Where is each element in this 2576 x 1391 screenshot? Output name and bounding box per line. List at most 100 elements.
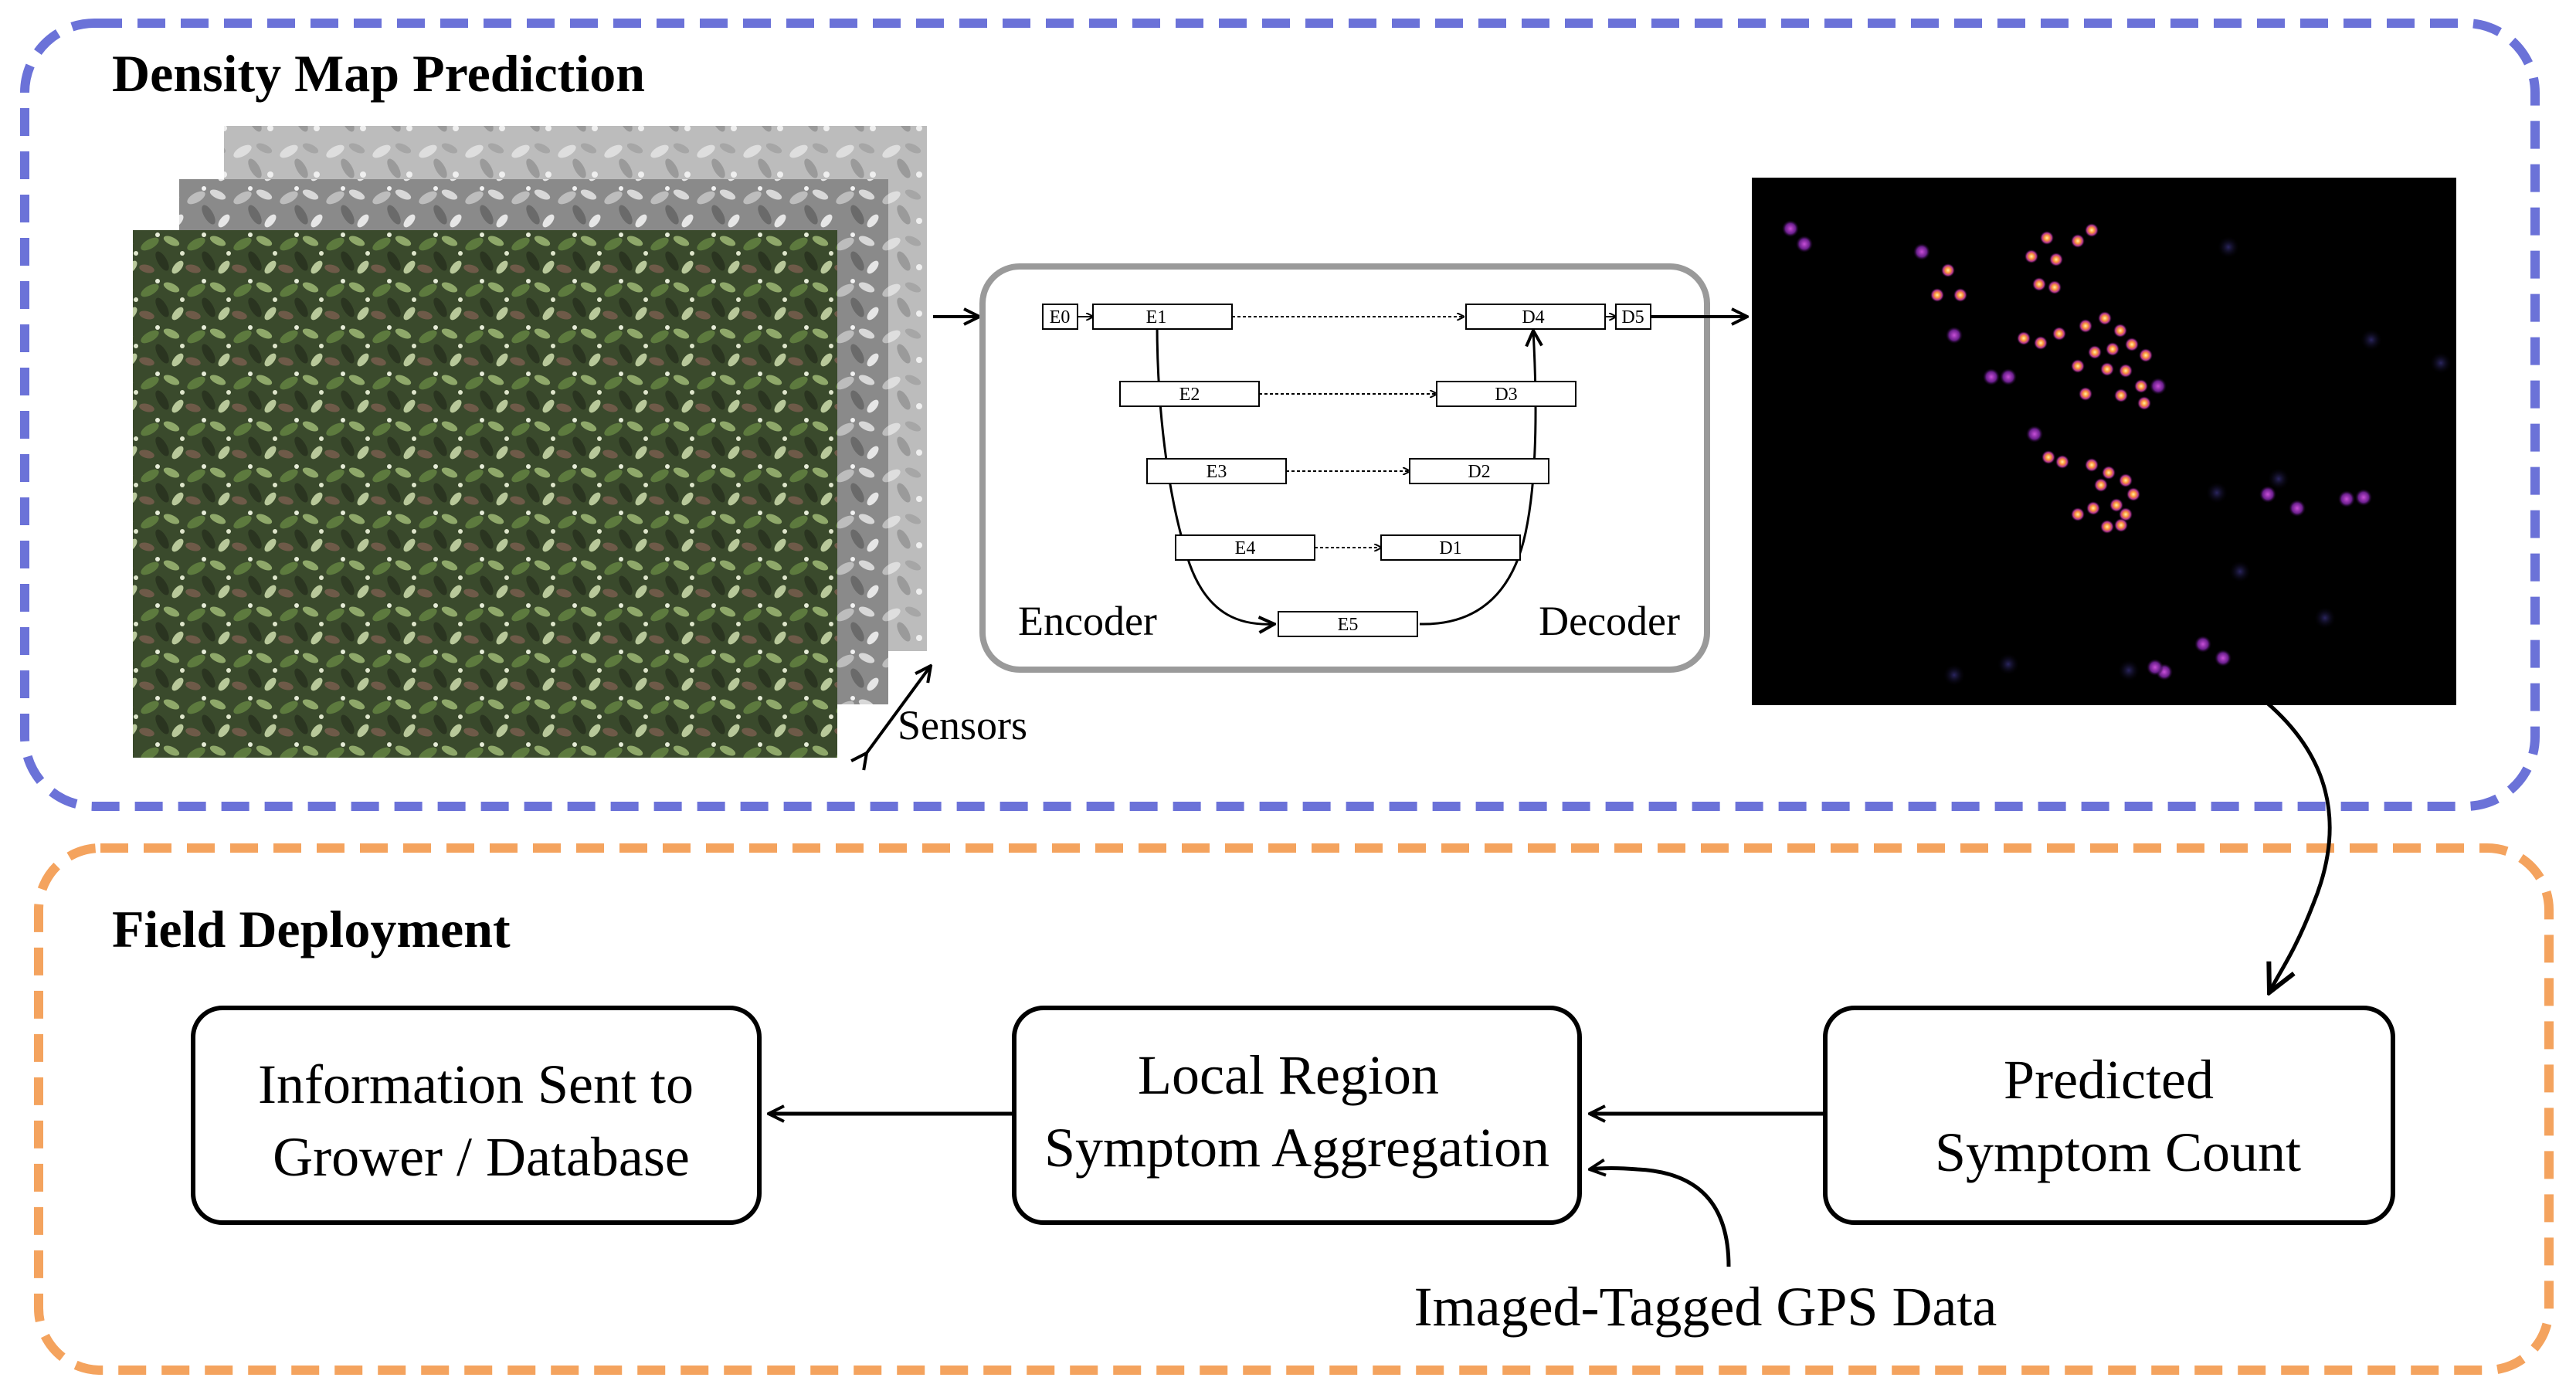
density-spot-bright bbox=[2109, 498, 2123, 512]
density-to-count-arrow bbox=[2265, 701, 2332, 992]
density-spot-faint bbox=[2229, 561, 2251, 582]
density-map-spots bbox=[1782, 220, 2452, 686]
unet-model: E0 E1 E2 E3 E4 E5 D1 D2 D3 D4 D5 Encoder… bbox=[979, 263, 1710, 673]
density-spot-bright bbox=[2086, 501, 2100, 515]
block-d3 bbox=[1436, 381, 1576, 407]
density-spot-faint bbox=[2360, 329, 2382, 351]
density-spot-purple bbox=[2338, 490, 2355, 507]
density-spot-bright bbox=[2125, 338, 2139, 351]
density-spot-bright bbox=[2079, 319, 2092, 333]
density-spot-bright bbox=[2137, 396, 2151, 410]
density-spot-faint bbox=[1997, 653, 2019, 675]
decoder-label: Decoder bbox=[1539, 598, 1680, 644]
density-spot-faint bbox=[2218, 236, 2239, 258]
density-spot-purple bbox=[1913, 243, 1930, 260]
block-d5 bbox=[1615, 304, 1651, 330]
density-spot-faint bbox=[2430, 352, 2452, 374]
density-spot-bright bbox=[2085, 223, 2099, 237]
density-spot-bright bbox=[2032, 277, 2046, 291]
density-spot-bright bbox=[2139, 348, 2153, 362]
block-e2-label: E2 bbox=[1179, 385, 1200, 405]
info-sent-line1: Information Sent to bbox=[258, 1053, 694, 1115]
density-spot-bright bbox=[2119, 364, 2133, 378]
density-map bbox=[1752, 178, 2456, 705]
density-spot-purple bbox=[2259, 486, 2276, 503]
block-d2 bbox=[1409, 458, 1549, 484]
block-e5-label: E5 bbox=[1338, 615, 1359, 635]
density-spot-faint bbox=[2118, 660, 2140, 681]
density-spot-bright bbox=[2088, 345, 2102, 359]
density-spot-bright bbox=[2126, 487, 2140, 501]
density-spot-purple bbox=[2215, 650, 2232, 667]
block-e2 bbox=[1119, 381, 1260, 407]
density-spot-bright bbox=[2071, 507, 2085, 521]
unet-frame bbox=[979, 263, 1710, 673]
deployment-section-title: Field Deployment bbox=[112, 900, 511, 958]
density-spot-bright bbox=[2079, 387, 2092, 401]
block-e4 bbox=[1175, 534, 1315, 561]
density-spot-bright bbox=[2071, 359, 2085, 373]
density-spot-bright bbox=[2100, 520, 2114, 534]
density-spot-bright bbox=[2017, 331, 2031, 345]
aggregation-line2: Symptom Aggregation bbox=[1044, 1117, 1549, 1179]
density-spot-purple bbox=[2147, 659, 2164, 676]
gps-to-aggregation-arrow bbox=[1590, 1169, 1731, 1267]
block-e3 bbox=[1146, 458, 1287, 484]
density-spot-purple bbox=[2289, 500, 2306, 517]
aggregation-box bbox=[1012, 1006, 1582, 1225]
aggregation-line1: Local Region bbox=[1138, 1044, 1439, 1106]
encoder-label: Encoder bbox=[1018, 598, 1157, 644]
info-sent-line2: Grower / Database bbox=[273, 1126, 690, 1188]
block-d1-label: D1 bbox=[1439, 538, 1461, 558]
density-spot-purple bbox=[1782, 220, 1799, 237]
sensors-label: Sensors bbox=[898, 702, 1027, 748]
density-spot-bright bbox=[2102, 466, 2116, 480]
density-spot-bright bbox=[2106, 342, 2120, 356]
predicted-count-line2: Symptom Count bbox=[1935, 1121, 2301, 1183]
block-d1 bbox=[1380, 534, 1521, 561]
density-spot-bright bbox=[2094, 478, 2108, 492]
block-d3-label: D3 bbox=[1495, 385, 1517, 405]
density-spot-purple bbox=[2026, 426, 2043, 443]
density-spot-faint bbox=[2268, 468, 2289, 490]
density-spot-bright bbox=[2071, 234, 2085, 248]
density-spot-faint bbox=[1943, 664, 1965, 686]
block-d4-label: D4 bbox=[1522, 307, 1544, 327]
density-spot-bright bbox=[2113, 324, 2127, 338]
sensor-image-rgb bbox=[133, 230, 837, 758]
density-spot-bright bbox=[1941, 263, 1955, 277]
input-image-stack bbox=[133, 126, 927, 758]
block-e0 bbox=[1042, 304, 1078, 330]
density-spot-bright bbox=[2041, 450, 2055, 464]
density-spot-purple bbox=[2355, 489, 2372, 506]
density-spot-purple bbox=[1796, 236, 1813, 253]
deployment-section-border bbox=[34, 843, 2554, 1375]
density-spot-bright bbox=[2040, 231, 2054, 245]
density-spot-purple bbox=[2150, 378, 2167, 395]
density-spot-faint bbox=[2206, 482, 2228, 504]
density-spot-purple bbox=[2194, 636, 2211, 653]
density-spot-bright bbox=[2052, 327, 2066, 341]
density-spot-bright bbox=[2119, 507, 2133, 521]
density-spot-bright bbox=[2024, 249, 2038, 263]
block-d5-label: D5 bbox=[1621, 307, 1644, 327]
info-sent-box bbox=[191, 1006, 762, 1225]
density-spot-bright bbox=[2114, 518, 2128, 532]
block-e1 bbox=[1092, 304, 1233, 330]
density-spot-bright bbox=[2085, 458, 2099, 472]
density-spot-bright bbox=[2098, 311, 2112, 325]
block-e3-label: E3 bbox=[1207, 462, 1227, 482]
density-spot-bright bbox=[2114, 388, 2128, 402]
density-spot-purple bbox=[1983, 368, 2000, 385]
density-spot-bright bbox=[2134, 379, 2148, 393]
density-spot-bright bbox=[1953, 288, 1967, 302]
density-spot-bright bbox=[2048, 280, 2062, 294]
density-spot-bright bbox=[2100, 362, 2114, 376]
density-spot-faint bbox=[2314, 607, 2336, 629]
density-section-title: Density Map Prediction bbox=[112, 44, 645, 103]
gps-data-label: Imaged-Tagged GPS Data bbox=[1414, 1276, 1997, 1338]
block-d4 bbox=[1465, 304, 1606, 330]
density-spot-purple bbox=[2000, 368, 2017, 385]
sensors-arrow bbox=[867, 666, 931, 753]
